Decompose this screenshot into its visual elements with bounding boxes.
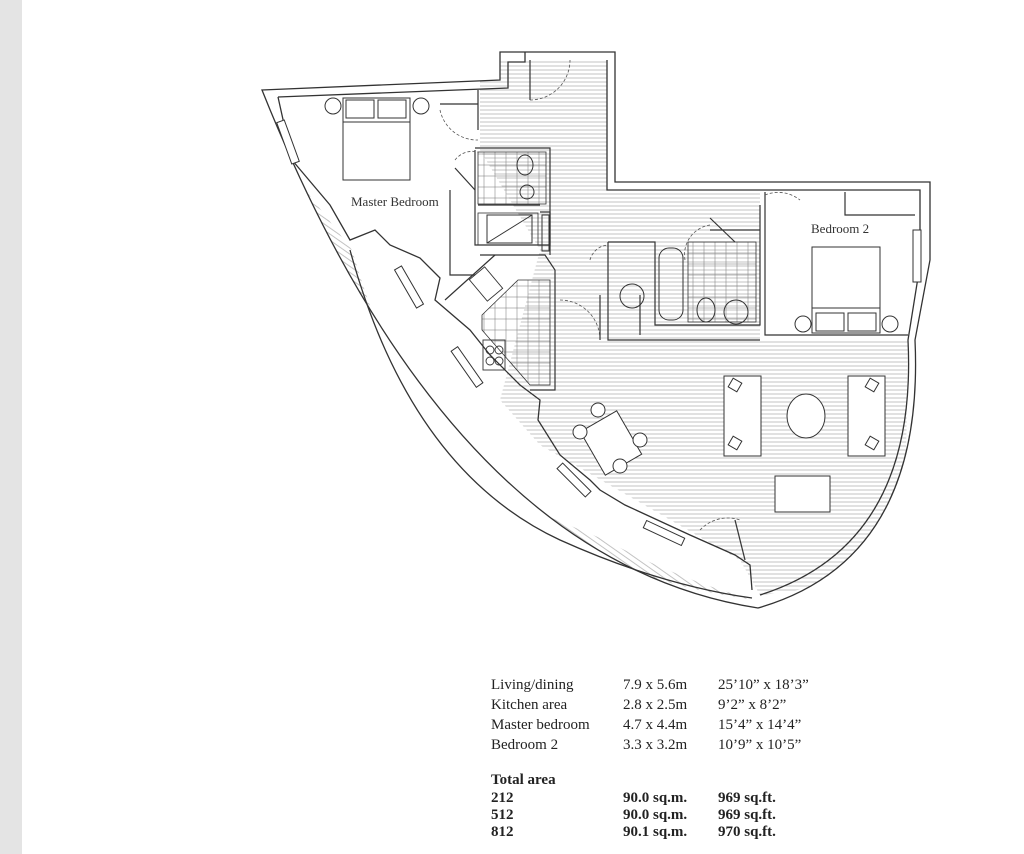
- dining-set: [572, 402, 648, 476]
- unit-number: 812: [491, 824, 514, 840]
- room-row: Living/dining 7.9 x 5.6m 25’10” x 18’3”: [491, 675, 838, 695]
- unit-sqm: 90.1 sq.m.: [623, 824, 688, 840]
- floor-hatching: [262, 60, 908, 600]
- interior-walls: [444, 90, 915, 391]
- room-imperial: 25’10” x 18’3”: [718, 677, 809, 693]
- door-swings: [439, 59, 801, 531]
- tiled-floors: [477, 151, 757, 386]
- room-metric: 7.9 x 5.6m: [623, 677, 688, 693]
- room-name: Kitchen area: [491, 697, 568, 713]
- room-metric: 2.8 x 2.5m: [623, 697, 688, 713]
- room-name: Bedroom 2: [491, 737, 559, 753]
- room-metric: 4.7 x 4.4m: [623, 717, 688, 733]
- outer-walls: [261, 51, 931, 609]
- total-area-title: Total area: [491, 772, 556, 788]
- unit-sqft: 970 sq.ft.: [718, 824, 776, 840]
- windows: [276, 119, 922, 547]
- door-leaves: [440, 60, 746, 561]
- kitchen-fixtures: [468, 266, 506, 371]
- room-name: Master bedroom: [491, 717, 590, 733]
- unit-sqft: 969 sq.ft.: [718, 807, 776, 823]
- room-name: Living/dining: [491, 677, 574, 693]
- room-row: Master bedroom 4.7 x 4.4m 15’4” x 14’4”: [491, 715, 838, 735]
- master-bed: [324, 97, 430, 181]
- bathroom-fixtures: [486, 154, 749, 325]
- room-imperial: 9’2” x 8’2”: [718, 697, 787, 713]
- bedroom-2-bed: [794, 246, 899, 334]
- room-imperial: 15’4” x 14’4”: [718, 717, 802, 733]
- unit-sqft: 969 sq.ft.: [718, 790, 776, 806]
- room-row: Kitchen area 2.8 x 2.5m 9’2” x 8’2”: [491, 695, 838, 715]
- living-furniture: [723, 375, 886, 513]
- room-imperial: 10’9” x 10’5”: [718, 737, 802, 753]
- total-row: 812 90.1 sq.m. 970 sq.ft.: [491, 824, 838, 841]
- room-metric: 3.3 x 3.2m: [623, 737, 688, 753]
- unit-sqm: 90.0 sq.m.: [623, 790, 688, 806]
- total-row: 212 90.0 sq.m. 969 sq.ft.: [491, 790, 838, 807]
- total-row: 512 90.0 sq.m. 969 sq.ft.: [491, 807, 838, 824]
- room-row: Bedroom 2 3.3 x 3.2m 10’9” x 10’5”: [491, 735, 838, 755]
- area-schedule: Living/dining 7.9 x 5.6m 25’10” x 18’3” …: [491, 675, 838, 841]
- master-bedroom-label: Master Bedroom: [351, 194, 439, 209]
- unit-number: 212: [491, 790, 514, 806]
- bedroom-2-label: Bedroom 2: [811, 221, 869, 236]
- unit-sqm: 90.0 sq.m.: [623, 807, 688, 823]
- left-margin-bar: [0, 0, 22, 854]
- unit-number: 512: [491, 807, 514, 823]
